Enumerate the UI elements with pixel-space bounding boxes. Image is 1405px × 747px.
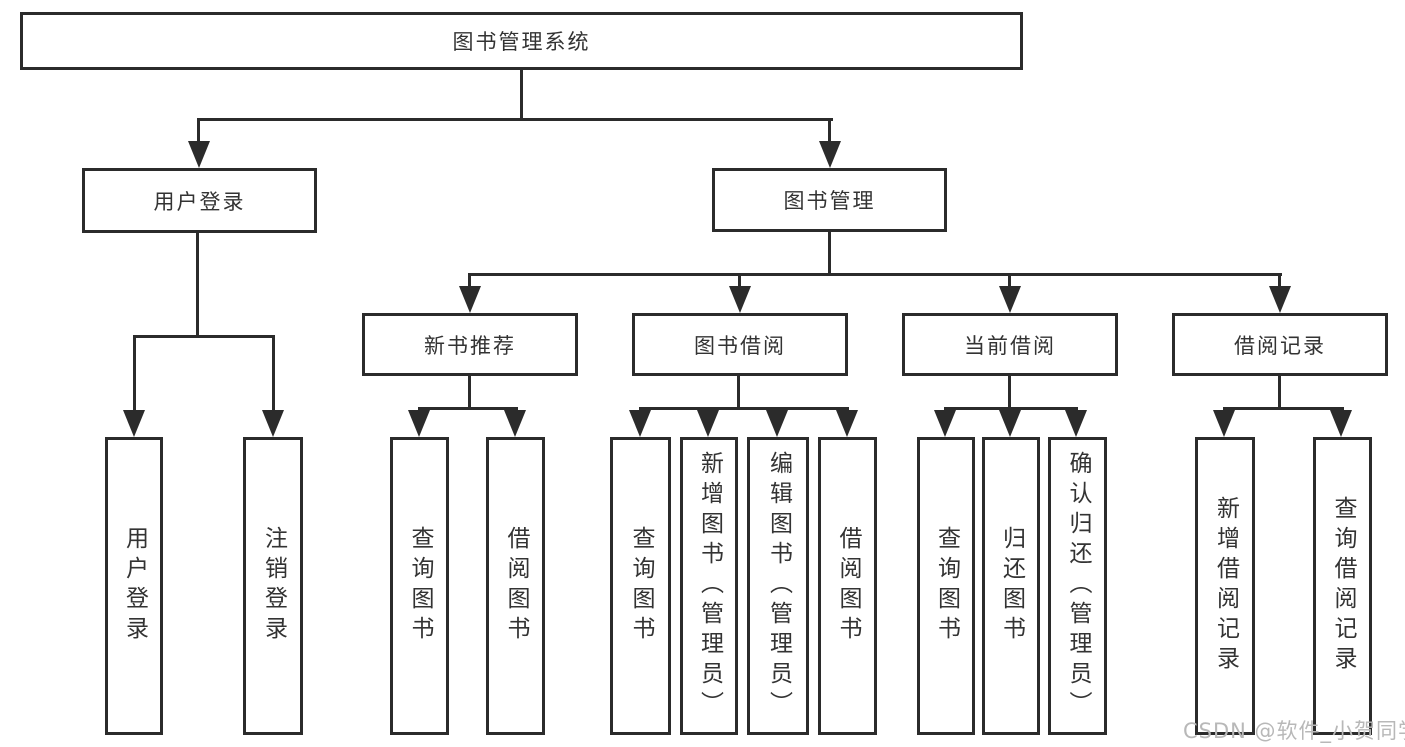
node-query-book-borrow: 查询图书 bbox=[610, 437, 671, 735]
arrow-down-icon bbox=[729, 286, 751, 313]
node-edit-book-admin-label: 编辑图书（管理员） bbox=[765, 451, 792, 721]
node-book-management-label: 图书管理 bbox=[783, 189, 876, 213]
arrow-down-icon bbox=[1330, 410, 1352, 437]
connector-level2-bar bbox=[197, 118, 833, 121]
arrow-down-icon bbox=[1065, 410, 1087, 437]
arrow-down-icon bbox=[123, 410, 145, 437]
arrow-down-icon bbox=[188, 141, 210, 168]
arrow-down-icon bbox=[819, 141, 841, 168]
watermark: CSDN @软件_小贺同学 bbox=[1183, 719, 1405, 743]
arrow-down-icon bbox=[262, 410, 284, 437]
connector-book-borrow-stem bbox=[738, 273, 741, 293]
node-query-book-recommend-label: 查询图书 bbox=[407, 526, 433, 646]
node-add-book-admin-label: 新增图书（管理员） bbox=[696, 451, 723, 721]
connector-new-book-bar bbox=[418, 407, 518, 410]
arrow-down-icon bbox=[934, 410, 956, 437]
arrow-down-icon bbox=[697, 410, 719, 437]
node-return-book-label: 归还图书 bbox=[998, 526, 1025, 646]
connector-new-book-stem bbox=[468, 273, 471, 293]
connector-borrow-records-bar bbox=[1223, 407, 1344, 410]
node-new-book-recommend: 新书推荐 bbox=[362, 313, 578, 376]
node-book-borrow: 图书借阅 bbox=[632, 313, 848, 376]
connector-level3-bar bbox=[468, 273, 1282, 276]
node-query-borrow-record: 查询借阅记录 bbox=[1313, 437, 1372, 735]
node-book-management: 图书管理 bbox=[712, 168, 947, 232]
node-add-borrow-record-label: 新增借阅记录 bbox=[1212, 496, 1239, 676]
arrow-down-icon bbox=[836, 410, 858, 437]
connector-book-management-stem bbox=[828, 118, 831, 148]
node-borrow-book-recommend-label: 借阅图书 bbox=[503, 526, 529, 646]
node-query-book-current-label: 查询图书 bbox=[933, 526, 960, 646]
connector-current-borrow-down bbox=[1008, 376, 1011, 410]
connector-user-login-down bbox=[196, 233, 199, 338]
arrow-down-icon bbox=[999, 410, 1021, 437]
node-borrow-book-recommend: 借阅图书 bbox=[486, 437, 545, 735]
node-borrow-records: 借阅记录 bbox=[1172, 313, 1388, 376]
node-root-label: 图书管理系统 bbox=[452, 30, 591, 54]
node-borrow-book-borrow-label: 借阅图书 bbox=[835, 526, 861, 646]
arrow-down-icon bbox=[459, 286, 481, 313]
node-confirm-return-admin: 确认归还（管理员） bbox=[1048, 437, 1107, 735]
arrow-down-icon bbox=[629, 410, 651, 437]
node-borrow-book-borrow: 借阅图书 bbox=[818, 437, 877, 735]
connector-borrow-records-stem bbox=[1278, 273, 1281, 293]
node-confirm-return-admin-label: 确认归还（管理员） bbox=[1065, 451, 1091, 721]
node-query-book-current: 查询图书 bbox=[917, 437, 975, 735]
connector-root-stem bbox=[520, 70, 523, 120]
node-query-book-recommend: 查询图书 bbox=[390, 437, 449, 735]
node-add-borrow-record: 新增借阅记录 bbox=[1195, 437, 1255, 735]
connector-user-login-stem bbox=[197, 118, 200, 148]
connector-logout-stem bbox=[272, 335, 275, 415]
node-user-login: 用户登录 bbox=[82, 168, 317, 233]
arrow-down-icon bbox=[408, 410, 430, 437]
node-query-borrow-record-label: 查询借阅记录 bbox=[1330, 496, 1356, 676]
connector-book-borrow-bar bbox=[639, 407, 849, 410]
node-user-login-leaf: 用户登录 bbox=[105, 437, 163, 735]
connector-login-leaf-stem bbox=[133, 335, 136, 415]
node-current-borrow: 当前借阅 bbox=[902, 313, 1118, 376]
connector-book-borrow-down bbox=[737, 376, 740, 410]
connector-borrow-records-down bbox=[1278, 376, 1281, 410]
node-add-book-admin: 新增图书（管理员） bbox=[680, 437, 738, 735]
arrow-down-icon bbox=[504, 410, 526, 437]
node-current-borrow-label: 当前借阅 bbox=[964, 333, 1056, 358]
node-book-borrow-label: 图书借阅 bbox=[694, 333, 786, 358]
node-logout-label: 注销登录 bbox=[260, 526, 287, 646]
node-return-book: 归还图书 bbox=[982, 437, 1040, 735]
arrow-down-icon bbox=[766, 410, 788, 437]
connector-new-book-down bbox=[468, 376, 471, 410]
node-user-login-leaf-label: 用户登录 bbox=[121, 526, 148, 646]
connector-current-borrow-stem bbox=[1008, 273, 1011, 293]
node-new-book-recommend-label: 新书推荐 bbox=[424, 333, 516, 358]
arrow-down-icon bbox=[1213, 410, 1235, 437]
node-edit-book-admin: 编辑图书（管理员） bbox=[747, 437, 809, 735]
node-logout: 注销登录 bbox=[243, 437, 303, 735]
node-query-book-borrow-label: 查询图书 bbox=[628, 526, 654, 646]
node-borrow-records-label: 借阅记录 bbox=[1234, 333, 1326, 358]
node-user-login-label: 用户登录 bbox=[153, 189, 246, 214]
node-root: 图书管理系统 bbox=[20, 12, 1023, 70]
connector-book-management-down bbox=[828, 232, 831, 276]
arrow-down-icon bbox=[1269, 286, 1291, 313]
connector-user-login-bar bbox=[133, 335, 275, 338]
arrow-down-icon bbox=[999, 286, 1021, 313]
